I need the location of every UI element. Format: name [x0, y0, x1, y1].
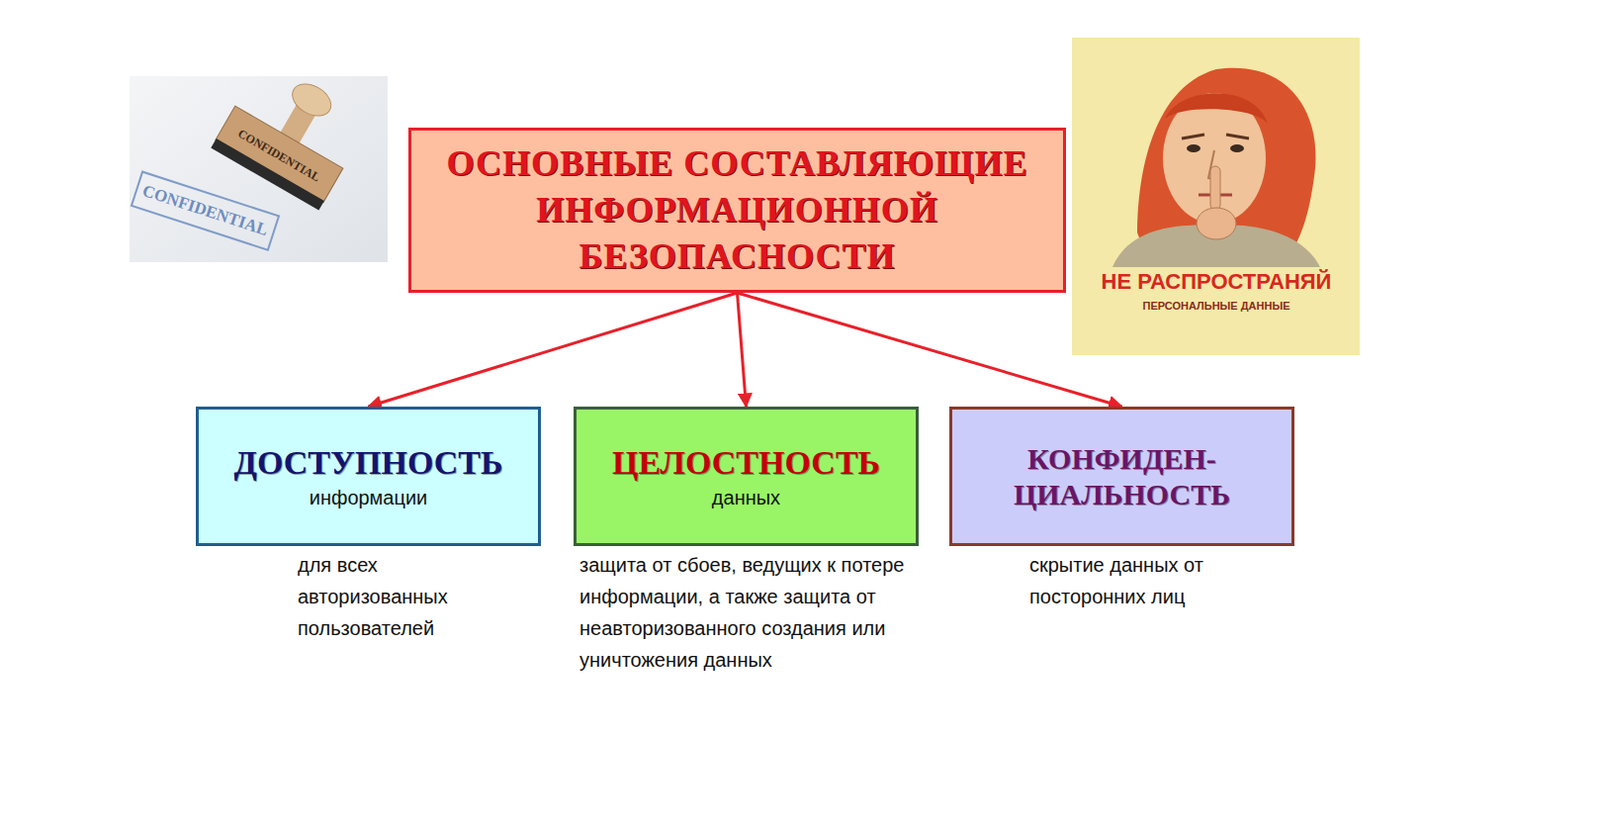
category-heading: ЦЕЛОСТНОСТЬ	[612, 443, 881, 484]
category-box: ЦЕЛОСТНОСТЬданныхзащита от сбоев, ведущи…	[573, 406, 919, 546]
category-heading: ДОСТУПНОСТЬ	[234, 443, 504, 484]
arrow-connector	[737, 292, 1123, 407]
category-box: КОНФИДЕН- ЦИАЛЬНОСТЬскрытие данных от по…	[949, 406, 1295, 546]
category-box: ДОСТУПНОСТЬинформациидля всех авторизова…	[195, 406, 541, 546]
arrow-connector	[368, 292, 738, 407]
category-description: для всех авторизованных пользователей	[297, 548, 496, 644]
poster-slogan: НЕ РАСПРОСТРАНЯЙ	[1077, 268, 1355, 295]
category-subheading: информации	[309, 486, 429, 510]
title-box: ОСНОВНЫЕ СОСТАВЛЯЮЩИЕ ИНФОРМАЦИОННОЙ БЕЗ…	[408, 127, 1067, 293]
poster-subtitle: ПЕРСОНАЛЬНЫЕ ДАННЫЕ	[1117, 299, 1316, 312]
category-heading: КОНФИДЕН- ЦИАЛЬНОСТЬ	[978, 441, 1266, 513]
category-description: скрытие данных от посторонних лиц	[1029, 548, 1277, 613]
category-description: защита от сбоев, ведущих к потере информ…	[579, 548, 961, 676]
category-subheading: данных	[711, 486, 781, 510]
title-text: ОСНОВНЫЕ СОСТАВЛЯЮЩИЕ ИНФОРМАЦИОННОЙ БЕЗ…	[431, 140, 1045, 279]
arrow-connector	[737, 292, 747, 407]
